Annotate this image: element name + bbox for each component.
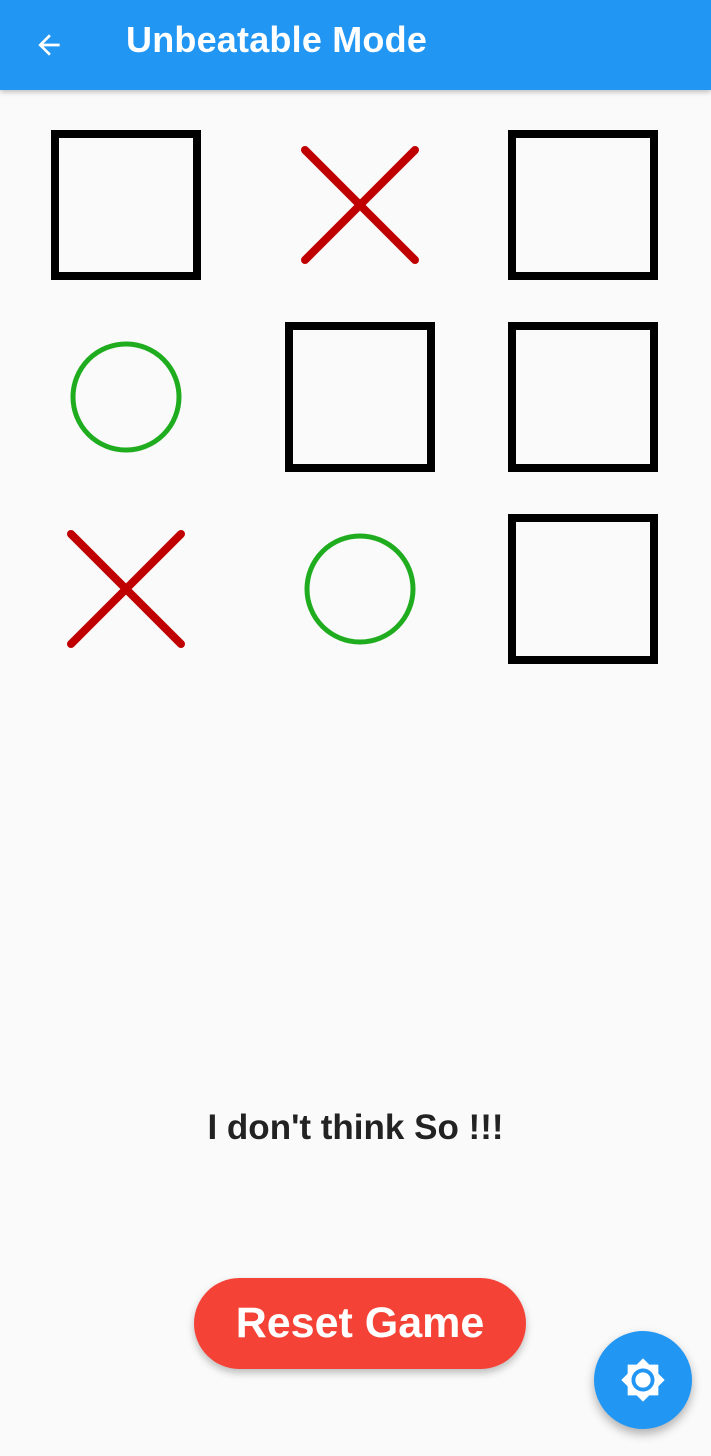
empty-square xyxy=(508,130,658,280)
arrow-back-icon xyxy=(38,34,60,56)
board-cell[interactable] xyxy=(26,307,226,487)
game-board xyxy=(26,115,694,695)
back-button[interactable] xyxy=(22,18,76,72)
empty-square xyxy=(508,322,658,472)
x-mark xyxy=(301,146,419,264)
board-cell[interactable] xyxy=(483,499,683,679)
empty-square xyxy=(508,514,658,664)
board-cell[interactable] xyxy=(260,115,460,295)
empty-square xyxy=(285,322,435,472)
board-cell[interactable] xyxy=(483,115,683,295)
o-mark xyxy=(304,533,416,645)
page-title: Unbeatable Mode xyxy=(126,19,428,60)
empty-square xyxy=(51,130,201,280)
board-cell[interactable] xyxy=(26,499,226,679)
board-cell[interactable] xyxy=(260,499,460,679)
board-cell[interactable] xyxy=(26,115,226,295)
o-mark xyxy=(70,341,182,453)
board-cell[interactable] xyxy=(483,307,683,487)
reset-game-button[interactable]: Reset Game xyxy=(194,1278,526,1369)
x-mark xyxy=(67,530,185,648)
brightness-icon xyxy=(621,1358,665,1402)
theme-toggle-button[interactable] xyxy=(594,1331,692,1429)
app-bar: Unbeatable Mode xyxy=(0,0,711,90)
status-message: I don't think So !!! xyxy=(207,1108,504,1147)
board-cell[interactable] xyxy=(260,307,460,487)
